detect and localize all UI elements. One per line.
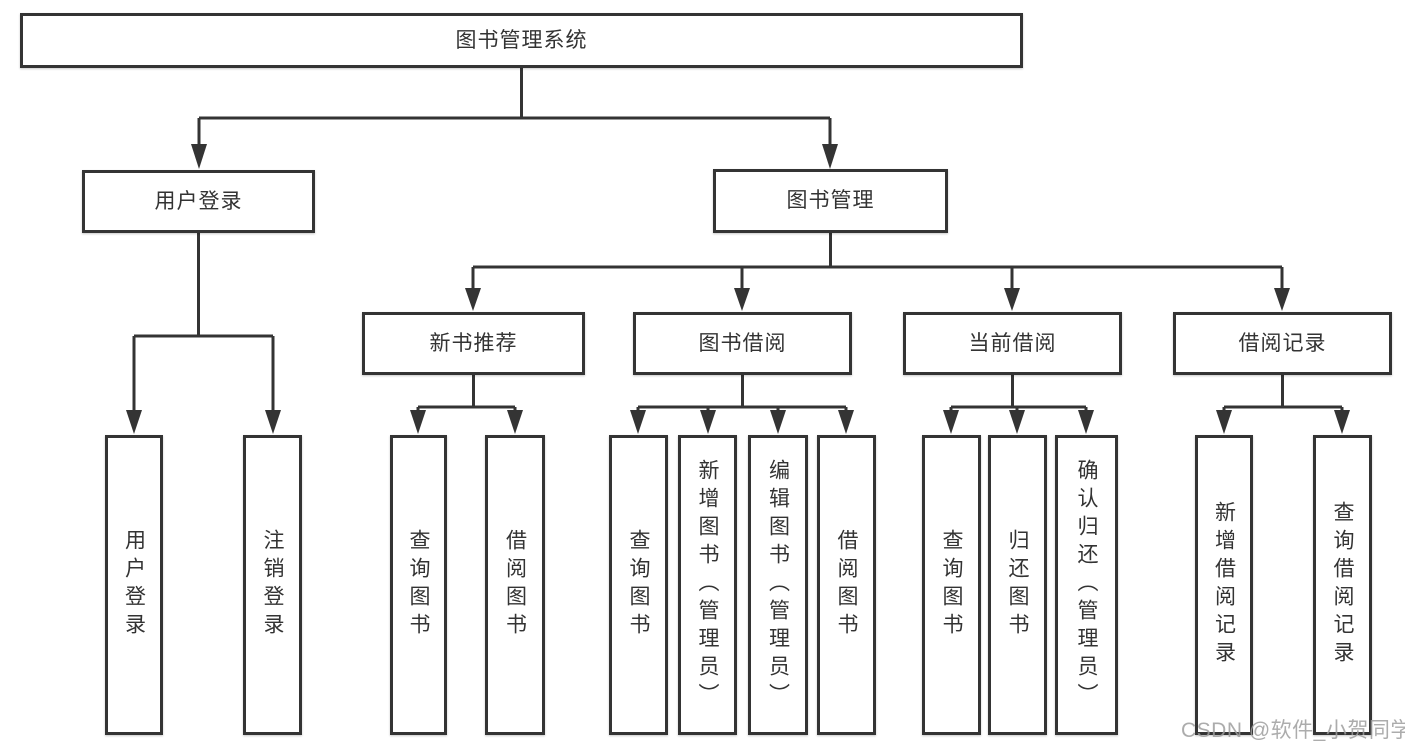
arrow-head bbox=[1274, 288, 1290, 311]
node-user-login: 用户登录 bbox=[82, 170, 315, 233]
arrowheads-level3 bbox=[465, 288, 1290, 311]
csdn-watermark: CSDN @软件_小贺同学 bbox=[1181, 719, 1405, 742]
node-leaf-borrow-books-newbook: 借阅图书 bbox=[485, 435, 545, 735]
node-leaf-logout: 注销登录 bbox=[243, 435, 302, 735]
connector-new-book-subtree bbox=[416, 374, 517, 412]
connector-root-to-level2 bbox=[197, 67, 832, 146]
node-book-borrowing: 图书借阅 bbox=[633, 312, 852, 375]
arrowheads-current-borrow bbox=[943, 410, 1094, 434]
node-library-management-system: 图书管理系统 bbox=[20, 13, 1023, 68]
arrow-head bbox=[265, 410, 281, 434]
node-leaf-confirm-return-admin: 确认归还（管理员） bbox=[1055, 435, 1118, 735]
connector-book-management-to-level3 bbox=[471, 232, 1284, 290]
node-borrowing-records: 借阅记录 bbox=[1173, 312, 1392, 375]
node-leaf-search-borrow-record: 查询借阅记录 bbox=[1313, 435, 1372, 735]
arrow-head bbox=[191, 144, 207, 169]
arrow-head bbox=[770, 410, 786, 434]
node-leaf-search-books-current: 查询图书 bbox=[922, 435, 981, 735]
arrow-head bbox=[734, 288, 750, 311]
arrow-head bbox=[1078, 410, 1094, 434]
arrowheads-borrow-record bbox=[1216, 410, 1350, 434]
connector-book-borrow-subtree bbox=[636, 374, 848, 412]
node-current-borrowing: 当前借阅 bbox=[903, 312, 1122, 375]
node-leaf-add-borrow-record: 新增借阅记录 bbox=[1195, 435, 1253, 735]
node-book-management: 图书管理 bbox=[713, 169, 948, 233]
node-leaf-search-books-newbook: 查询图书 bbox=[390, 435, 447, 735]
arrow-head bbox=[507, 410, 523, 434]
connector-current-borrow-subtree bbox=[949, 374, 1088, 412]
arrow-head bbox=[943, 410, 959, 434]
arrowheads-user-login bbox=[126, 410, 281, 434]
arrow-head bbox=[838, 410, 854, 434]
arrow-head bbox=[1334, 410, 1350, 434]
connector-borrow-record-subtree bbox=[1222, 374, 1344, 412]
node-leaf-return-books: 归还图书 bbox=[988, 435, 1047, 735]
node-leaf-search-books-borrow: 查询图书 bbox=[609, 435, 668, 735]
arrowheads-new-book bbox=[410, 410, 523, 434]
arrow-head bbox=[822, 144, 838, 169]
arrow-head bbox=[1009, 410, 1025, 434]
arrowheads-book-borrow bbox=[630, 410, 854, 434]
arrow-head bbox=[700, 410, 716, 434]
node-leaf-add-books-admin: 新增图书（管理员） bbox=[678, 435, 737, 735]
arrow-head bbox=[1004, 288, 1020, 311]
node-leaf-borrow-books: 借阅图书 bbox=[817, 435, 876, 735]
node-leaf-user-login: 用户登录 bbox=[105, 435, 163, 735]
arrowheads-level2 bbox=[191, 144, 838, 169]
arrow-head bbox=[1216, 410, 1232, 434]
connector-user-login-subtree bbox=[132, 232, 275, 412]
arrow-head bbox=[630, 410, 646, 434]
node-leaf-edit-books-admin: 编辑图书（管理员） bbox=[748, 435, 808, 735]
arrow-head bbox=[126, 410, 142, 434]
arrow-head bbox=[410, 410, 426, 434]
node-new-book-recommendation: 新书推荐 bbox=[362, 312, 585, 375]
arrow-head bbox=[465, 288, 481, 311]
